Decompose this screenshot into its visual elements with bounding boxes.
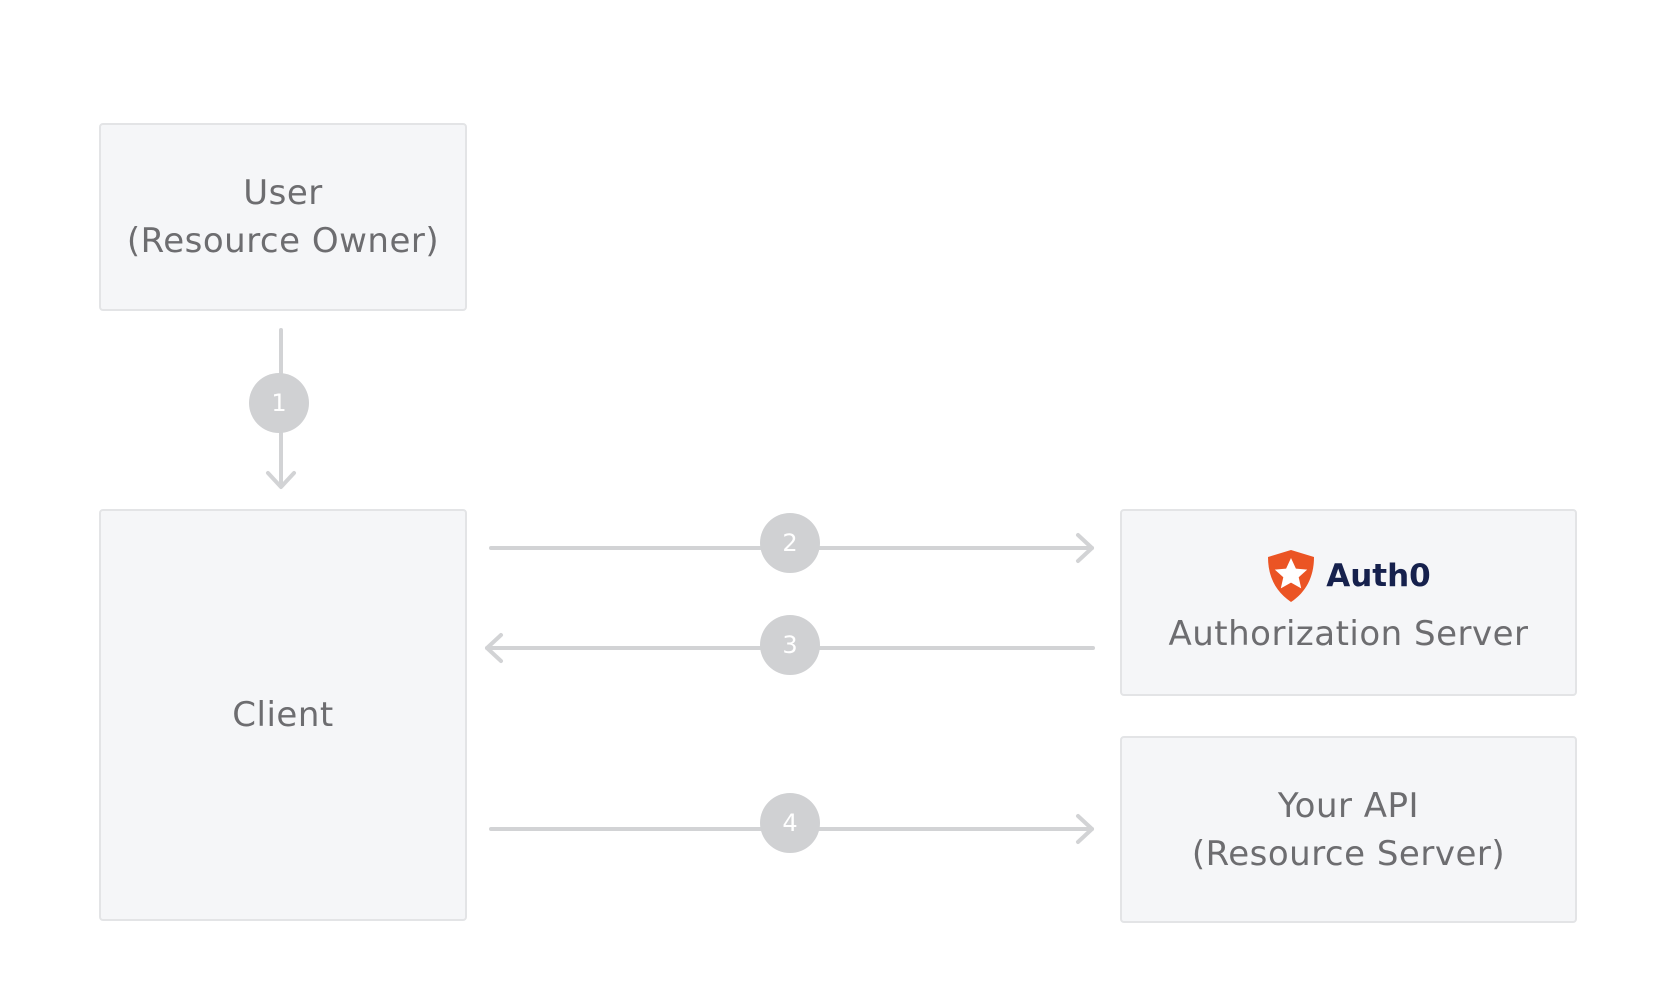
step-1-badge [249,373,309,433]
your-api-label: Your API [1277,785,1420,826]
user-resource-owner-box: User (Resource Owner) [99,123,467,311]
resource-server-label: (Resource Server) [1191,833,1506,874]
step-3-badge [760,615,820,675]
auth0-logo: Auth0 [1266,548,1431,604]
step-3-connector: 3 [485,615,1095,675]
user-label: User [243,173,323,213]
resource-owner-label: (Resource Owner) [126,221,440,261]
step-3-number: 3 [782,631,797,659]
auth0-shield-star-icon [1268,549,1315,602]
auth0-brand-text: Auth0 [1326,557,1431,594]
your-api-box: Your API (Resource Server) [1120,736,1577,923]
step-2-connector: 2 [489,513,1094,573]
step-2-badge [760,513,820,573]
step-4-connector: 4 [489,793,1094,853]
client-box: Client [99,509,467,921]
step-4-badge [760,793,820,853]
step-2-number: 2 [782,529,797,557]
authorization-server-label: Authorization Server [1168,613,1529,654]
step-1-connector: 1 [249,328,309,489]
step-4-number: 4 [782,809,797,837]
step-1-number: 1 [271,389,286,417]
client-label: Client [232,695,334,735]
authorization-server-box: Auth0 Authorization Server [1120,509,1577,696]
